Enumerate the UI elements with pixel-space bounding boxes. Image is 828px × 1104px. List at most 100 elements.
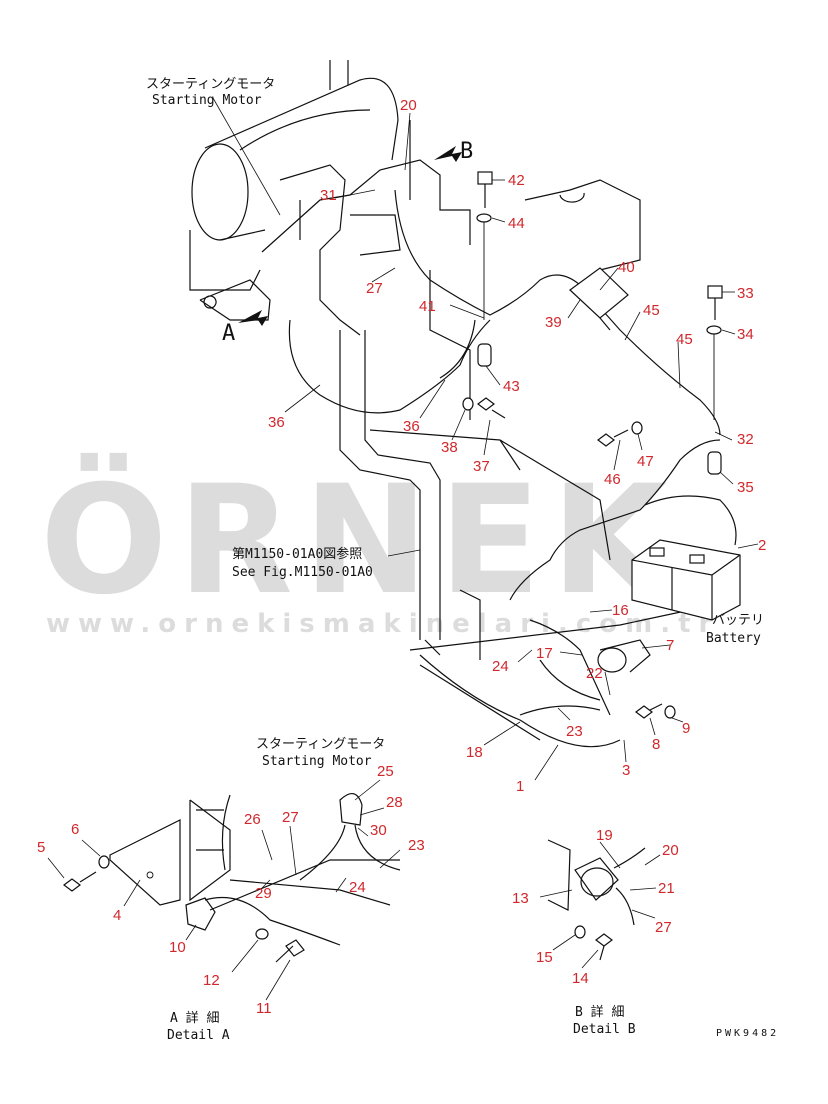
label-detail-a-en: Detail A [167, 1028, 230, 1043]
callout-46: 46 [604, 471, 621, 488]
watermark-url: www.ornekismakinelari.com.tr [46, 609, 719, 639]
label-drawing-code: PWK9482 [716, 1028, 779, 1039]
label-starting-motor-top-jp: スターティングモータ [146, 77, 275, 92]
harness-upper [394, 189, 721, 436]
callout-12: 12 [203, 972, 220, 989]
callout-2: 2 [758, 537, 766, 554]
harness-upper-2 [288, 319, 491, 414]
washer-38 [462, 397, 474, 411]
label-starting-motor-mid-jp: スターティングモータ [256, 737, 385, 752]
callout-36-right: 36 [403, 418, 420, 435]
spacer-35 [707, 451, 722, 475]
vertical-frame [409, 120, 471, 420]
clamp-10 [185, 897, 216, 931]
callout-19: 19 [596, 827, 613, 844]
harness-battery-loop [419, 619, 621, 748]
battery-relay [597, 639, 651, 673]
callout-22: 22 [586, 665, 603, 682]
starter-switch-13 [580, 867, 614, 897]
callout-27-detail-a: 27 [282, 809, 299, 826]
washer-9 [664, 705, 676, 719]
washer-6 [98, 855, 110, 869]
leader-lines [47, 97, 759, 1001]
callout-37: 37 [473, 458, 490, 475]
label-detail-a-jp: A 詳 細 [170, 1010, 219, 1026]
bolt-42 [477, 171, 493, 208]
callout-5: 5 [37, 839, 45, 856]
label-detail-b-jp: B 詳 細 [575, 1004, 624, 1020]
mount-box [524, 179, 641, 271]
frame-rails [369, 429, 691, 741]
callout-16: 16 [612, 602, 629, 619]
harness-detail-a [204, 859, 400, 946]
callout-20-top: 20 [400, 97, 417, 114]
text-labels: スターティングモータ Starting Motor 第M1150-01A0図参照… [146, 77, 779, 1043]
bolt-33 [707, 285, 723, 320]
washer-12 [255, 928, 269, 940]
callout-45-upper: 45 [643, 302, 660, 319]
terminal-19 [613, 847, 646, 869]
callout-26: 26 [244, 811, 261, 828]
label-starting-motor-top-en: Starting Motor [152, 93, 262, 108]
callout-39: 39 [545, 314, 562, 331]
label-view-b: B [460, 139, 473, 164]
wire-21 [615, 887, 635, 926]
main-assembly [189, 60, 741, 748]
callout-38: 38 [441, 439, 458, 456]
callout-41: 41 [419, 298, 436, 315]
label-starting-motor-mid-en: Starting Motor [262, 754, 372, 769]
callout-21: 21 [658, 880, 675, 897]
callout-24-main: 24 [492, 658, 509, 675]
callout-17: 17 [536, 645, 553, 662]
spacer-43 [477, 343, 492, 367]
callout-33: 33 [737, 285, 754, 302]
label-battery-en: Battery [706, 631, 761, 646]
callout-15: 15 [536, 949, 553, 966]
detail-a-drawing [63, 793, 401, 963]
callout-14: 14 [572, 970, 589, 987]
label-detail-b-en: Detail B [573, 1022, 636, 1037]
label-see-fig-jp: 第M1150-01A0図参照 [232, 546, 362, 562]
callout-10: 10 [169, 939, 186, 956]
callout-43: 43 [503, 378, 520, 395]
callout-9: 9 [682, 720, 690, 737]
callout-3: 3 [622, 762, 630, 779]
callout-6: 6 [71, 821, 79, 838]
washer-34 [706, 325, 722, 335]
callout-31: 31 [320, 187, 337, 204]
relay-39 [569, 267, 629, 331]
callout-8: 8 [652, 736, 660, 753]
callout-35: 35 [737, 479, 754, 496]
callouts: 1 2 3 4 5 6 7 8 9 10 11 12 13 14 15 16 1… [37, 97, 766, 1017]
bolt-37 [477, 397, 506, 419]
bolt-5 [63, 871, 97, 892]
callout-29: 29 [255, 885, 272, 902]
callout-34: 34 [737, 326, 754, 343]
callout-47: 47 [637, 453, 654, 470]
callout-23-detail-a: 23 [408, 837, 425, 854]
battery-pack [631, 539, 741, 621]
label-see-fig-en: See Fig.M1150-01A0 [232, 565, 373, 580]
view-arrow-b [434, 146, 462, 162]
bolt-8 [635, 703, 663, 719]
bolt-14 [595, 933, 613, 961]
callout-24-detail-a: 24 [349, 879, 366, 896]
callout-40: 40 [618, 259, 635, 276]
callout-23-main: 23 [566, 723, 583, 740]
engine-bracket [199, 279, 271, 321]
engine-block [189, 60, 471, 291]
washer-15 [574, 925, 586, 939]
callout-25: 25 [377, 763, 394, 780]
starting-motor-body [191, 143, 249, 241]
washer-44 [476, 213, 492, 223]
callout-13: 13 [512, 890, 529, 907]
callout-27-top: 27 [366, 280, 383, 297]
callout-36-left: 36 [268, 414, 285, 431]
callout-42: 42 [508, 172, 525, 189]
callout-11: 11 [256, 1000, 272, 1017]
callout-4: 4 [113, 907, 121, 924]
engine-side [279, 164, 401, 336]
callout-28: 28 [386, 794, 403, 811]
starting-motor-terminal-detail [339, 793, 363, 826]
